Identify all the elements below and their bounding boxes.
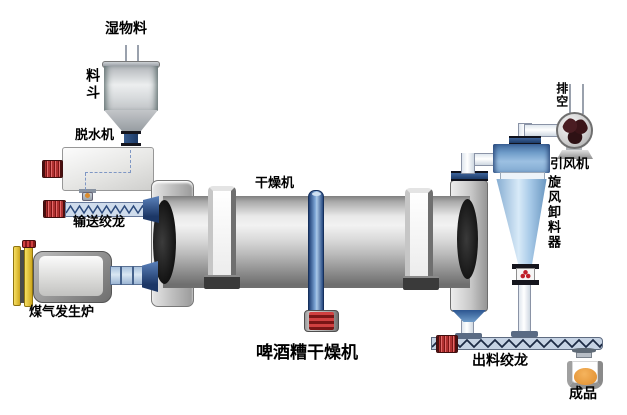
cyclone-upper-body bbox=[493, 144, 550, 173]
feed-screw-discharge-cone bbox=[143, 196, 159, 223]
exhaust-vent-label: 排空 bbox=[554, 82, 569, 108]
cyclone-auger-flange bbox=[511, 331, 538, 337]
discharge-auger-motor bbox=[436, 335, 458, 353]
fan-base-stem bbox=[566, 146, 582, 152]
chamber-bottom-funnel bbox=[452, 310, 486, 322]
furnace-hot-air-pipe bbox=[110, 266, 144, 285]
fan-impeller bbox=[562, 117, 588, 144]
riding-ring-left bbox=[208, 186, 236, 286]
chamber-auger-flange bbox=[455, 333, 482, 339]
feed-screw-motor bbox=[43, 200, 66, 218]
dewatering-motor bbox=[42, 160, 63, 178]
feed-screw-spiral bbox=[66, 204, 145, 215]
feed-screw-conveyor-label: 输送绞龙 bbox=[73, 214, 126, 229]
hopper-valve-bottom-flange bbox=[121, 143, 141, 146]
fan-base-foot bbox=[557, 150, 593, 159]
riding-ring-left-shoe bbox=[204, 275, 240, 289]
induced-draft-fan-label: 引风机 bbox=[550, 156, 590, 171]
furnace-pipe-flange-2 bbox=[132, 266, 134, 285]
drive-column-highlight bbox=[312, 192, 321, 196]
hopper-valve-top-flange bbox=[121, 131, 141, 134]
dewatering-flow-dash-h bbox=[85, 172, 131, 173]
dewatering-flow-dash-v1 bbox=[130, 150, 131, 173]
rotary-valve-bottom-flange bbox=[512, 280, 539, 285]
furnace-top-cap bbox=[22, 240, 36, 248]
gas-generator-furnace-label: 煤气发生炉 bbox=[29, 304, 95, 319]
riding-ring-right-shoe bbox=[403, 276, 439, 290]
furnace-bar-gap bbox=[20, 250, 25, 303]
dewatering-flow-dash-v2 bbox=[85, 173, 86, 190]
dewatering-machine-label: 脱水机 bbox=[75, 127, 115, 142]
drum-right-end-cap bbox=[457, 199, 478, 279]
dewatering-outlet-bracket bbox=[79, 189, 96, 193]
chamber-cyclone-pipe-vertical bbox=[461, 153, 475, 174]
furnace-inlet-cone bbox=[142, 261, 158, 292]
rotary-dryer-label: 干燥机 bbox=[255, 175, 295, 190]
hopper-body bbox=[104, 66, 158, 111]
furnace-yellow-bar-2 bbox=[24, 246, 33, 307]
product-spout-flange bbox=[572, 348, 596, 353]
fan-outlet-pipe bbox=[569, 84, 584, 114]
cyclone-discharger-label: 旋风卸料器 bbox=[545, 175, 561, 250]
diagram-title: 啤酒糟干燥机 bbox=[256, 343, 358, 362]
finished-product-label: 成品 bbox=[569, 385, 597, 401]
drive-base-motor-ribs bbox=[309, 312, 334, 330]
cyclone-drop-pipe bbox=[518, 284, 531, 333]
discharge-auger-trough bbox=[431, 337, 603, 350]
cyclone-stripe bbox=[500, 172, 545, 180]
hopper-label: 料斗 bbox=[85, 68, 102, 102]
furnace-pipe-flange-1 bbox=[120, 266, 122, 285]
dewatering-box bbox=[62, 147, 154, 191]
drive-column bbox=[308, 190, 324, 312]
furnace-inner-panel bbox=[39, 256, 103, 296]
riding-ring-right bbox=[405, 188, 433, 287]
discharge-screw-conveyor-label: 出料绞龙 bbox=[472, 352, 528, 368]
hopper-valve bbox=[124, 134, 138, 143]
feed-screw-trough bbox=[65, 202, 146, 217]
dewatering-outlet-dot bbox=[85, 193, 90, 198]
wet-material-label: 湿物料 bbox=[105, 20, 147, 36]
cyclone-cone bbox=[496, 179, 547, 266]
inlet-pipe bbox=[125, 45, 139, 65]
rotary-valve-top-flange bbox=[512, 264, 539, 269]
product-fill bbox=[574, 368, 597, 385]
discharge-auger-spiral bbox=[432, 338, 602, 349]
